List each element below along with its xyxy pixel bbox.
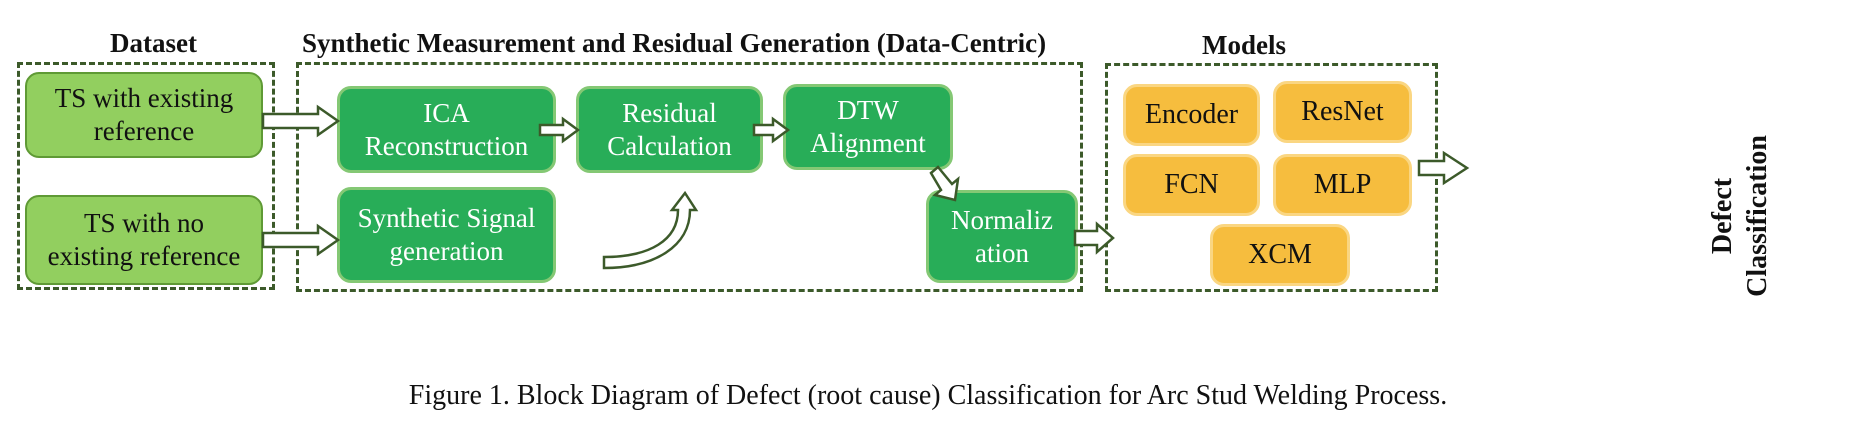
defect-classification-label: Defect Classification <box>1707 135 1773 297</box>
resnet-model-box: ResNet <box>1273 81 1412 143</box>
arrow-residual-to-dtw <box>752 116 791 144</box>
ts-with-no-existing-reference-box: TS with no existing reference <box>25 195 263 285</box>
arrow-ica-to-residual <box>538 116 581 144</box>
models-panel <box>1105 63 1438 292</box>
arrow-normalization-to-models <box>1073 221 1115 255</box>
mlp-model-box: MLP <box>1273 154 1412 216</box>
dataset-title: Dataset <box>110 28 197 58</box>
figure-caption: Figure 1. Block Diagram of Defect (root … <box>408 380 1448 411</box>
xcm-model-box: XCM <box>1210 224 1350 286</box>
fcn-model-box: FCN <box>1123 154 1260 216</box>
arrow-ts-existing-to-ica <box>261 104 341 138</box>
ica-reconstruction-box: ICA Reconstruction <box>337 86 556 173</box>
dtw-alignment-box: DTW Alignment <box>783 84 953 170</box>
arrow-synthetic-to-residual <box>602 190 699 270</box>
arrow-models-to-output <box>1417 150 1470 186</box>
arrow-ts-no-existing-to-synthetic <box>261 223 341 257</box>
synthetic-generation-panel <box>296 62 1083 292</box>
synthetic-signal-generation-box: Synthetic Signal generation <box>337 187 556 283</box>
arrow-dtw-to-normalization <box>929 165 960 202</box>
encoder-model-box: Encoder <box>1123 84 1260 146</box>
synthetic-generation-title: Synthetic Measurement and Residual Gener… <box>302 28 1047 58</box>
dataset-panel <box>17 62 275 290</box>
models-title: Models <box>1202 30 1286 60</box>
residual-calculation-box: Residual Calculation <box>576 86 763 173</box>
normalization-box: Normaliz ation <box>926 190 1078 283</box>
ts-with-existing-reference-box: TS with existing reference <box>25 72 263 158</box>
